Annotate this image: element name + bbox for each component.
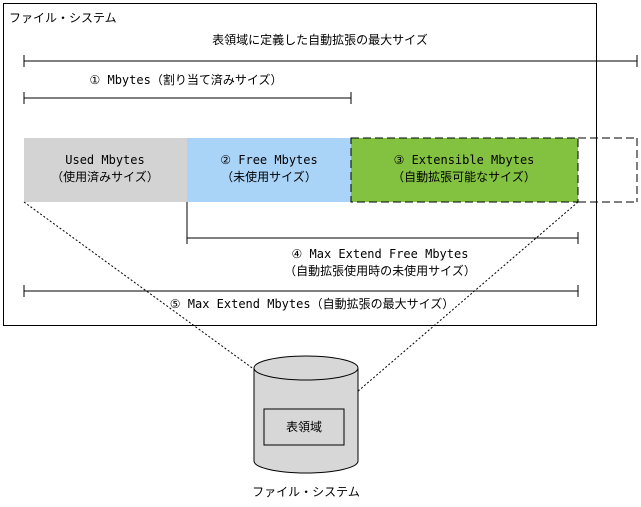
file-system-frame-title: ファイル・システム [9,11,117,25]
tablespace-box [263,408,345,446]
allocated-label: ① Mbytes（割り当て済みサイズ） [90,72,283,87]
max-extend-free-dimension [186,202,579,244]
max-extend-dimension [23,285,579,297]
free-segment [187,138,351,202]
max-extend-label: ⑤ Max Extend Mbytes（自動拡張の最大サイズ） [170,296,454,311]
allocated-dimension [23,92,352,104]
used-segment-sublabel: （使用済みサイズ） [51,169,159,184]
extensible-segment [350,137,579,203]
extension-outline [578,137,638,203]
free-segment-sublabel: （未使用サイズ） [221,169,317,184]
free-segment-label: ② Free Mbytes [220,153,317,167]
projection-lines [23,201,579,393]
file-system-caption: ファイル・システム [252,485,360,499]
used-segment [24,138,187,202]
extensible-segment-label: ③ Extensible Mbytes [394,153,535,167]
total-size-label: 表領域に定義した自動拡張の最大サイズ [212,32,428,47]
max-extend-free-sublabel: （自動拡張使用時の未使用サイズ） [284,263,476,278]
extensible-segment-sublabel: （自動拡張可能なサイズ） [392,169,536,184]
total-size-dimension [23,55,638,67]
tablespace-label: 表領域 [286,419,322,434]
used-segment-label: Used Mbytes [65,153,144,167]
max-extend-free-label: ④ Max Extend Free Mbytes [292,247,469,261]
